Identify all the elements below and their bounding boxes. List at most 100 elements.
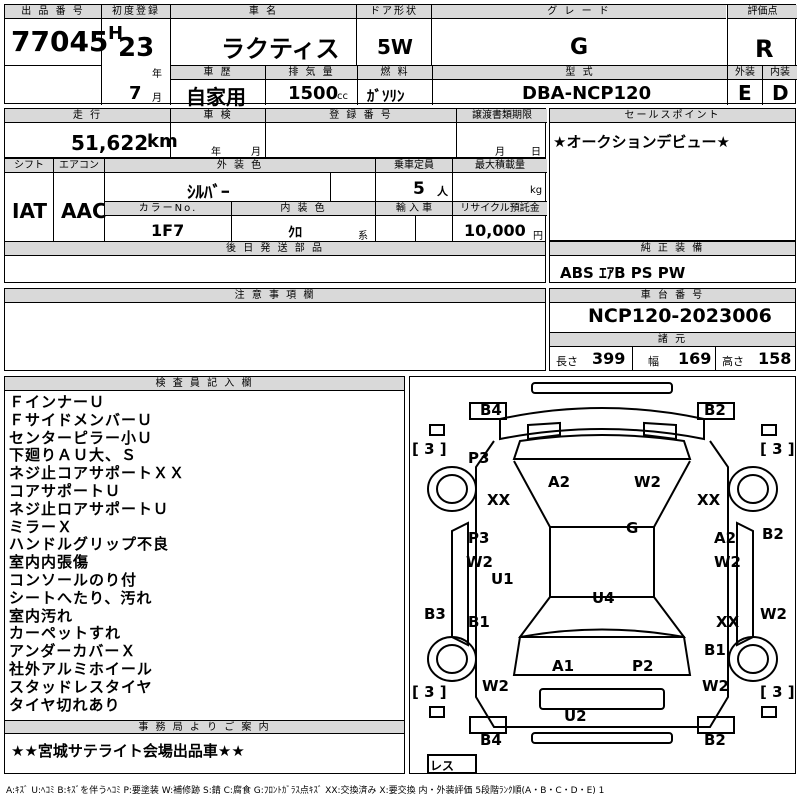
fuel-label: 燃 料 (358, 66, 432, 80)
damage-mark: W2 (760, 605, 787, 623)
caution-label: 注 意 事 項 欄 (5, 289, 545, 303)
note-line: 下廻りＡＵ大、Ｓ (9, 446, 138, 465)
spare-tire-status: レス (430, 759, 455, 773)
tread-front-right: [ 3 ] (760, 440, 795, 458)
damage-mark: B1 (704, 641, 726, 659)
car-outline (427, 382, 778, 773)
equipment-box: 純 正 装 備 ABS ｴｱB PS PW (549, 241, 796, 283)
score-label: 評価点 (728, 5, 797, 19)
shift-label: シフト (5, 159, 53, 173)
damage-mark: G (626, 519, 639, 537)
caution-box: 注 意 事 項 欄 (4, 288, 546, 371)
car-name: ラクティス (221, 35, 340, 63)
damage-mark: A2 (548, 473, 571, 491)
later-parts-label: 後 日 発 送 部 品 (5, 242, 545, 256)
grade-label: グ レ ー ド (432, 5, 726, 19)
header-block: 出 品 番 号 77045 初度登録 H 23 年 7 月 車 名 ラクティス … (4, 4, 797, 109)
tread-rear-right: [ 3 ] (760, 683, 795, 701)
damage-mark: B4 (480, 731, 502, 749)
year-unit: 年 (152, 69, 162, 80)
note-line: カーペットすれ (9, 624, 122, 643)
history-label: 車 歴 (171, 66, 265, 80)
exterior-score: E (738, 81, 752, 105)
month-unit: 月 (152, 93, 162, 104)
length: 399 (592, 349, 626, 368)
note-line: コンソールのり付 (9, 570, 138, 589)
height-label: 高さ (722, 355, 744, 368)
inspector-box: 検 査 員 記 入 欄 ＦインナーＵ ＦサイドメンバーＵ センターピラー小Ｕ 下… (4, 376, 405, 774)
mileage: 51,622 (71, 131, 149, 155)
capacity: 5 (413, 179, 425, 199)
damage-mark: W2 (714, 553, 741, 571)
note-line: シートへたり、汚れ (9, 588, 153, 607)
damage-mark: B1 (468, 613, 490, 631)
damage-mark: W2 (482, 677, 509, 695)
interior-label: 内装 (763, 66, 797, 80)
tread-rear-left: [ 3 ] (412, 683, 447, 701)
note-line: ネジ止コアサポートＸＸ (9, 464, 186, 483)
ac-label: エアコン (54, 159, 104, 173)
damage-mark: P3 (468, 449, 490, 467)
damage-mark: XX (697, 491, 721, 509)
note-line: 室内汚れ (9, 606, 74, 625)
spec-row: シフト IAT エアコン AAC 外 装 色 ｼﾙﾊﾞｰ 乗車定員 5 人 最大… (4, 158, 547, 243)
first-reg-year: 23 (118, 33, 155, 63)
sales-text: ★オークションデビュー★ (553, 133, 730, 151)
door-type: 5W (377, 35, 413, 59)
damage-mark: W2 (634, 473, 661, 491)
damage-mark: B2 (704, 401, 726, 419)
damage-mark: U2 (564, 707, 587, 725)
capacity-unit: 人 (437, 185, 448, 198)
damage-mark: U1 (491, 570, 514, 588)
plate-label: 登 録 番 号 (266, 109, 456, 123)
recycle-label: リサイクル預託金 (453, 202, 547, 216)
damage-mark: W2 (466, 553, 493, 571)
sales-point-box: セールスポイント ★オークションデビュー★ (549, 108, 796, 241)
model: DBA-NCP120 (522, 83, 652, 104)
note-line: ハンドルグリップ不良 (9, 535, 170, 554)
note-line: 社外アルミホイール (9, 659, 153, 678)
exterior-color: ｼﾙﾊﾞｰ (187, 183, 230, 203)
chassis-number: NCP120-2023006 (588, 305, 772, 327)
damage-mark: A2 (714, 529, 737, 547)
capacity-label: 乗車定員 (376, 159, 452, 173)
displacement-unit: cc (337, 91, 348, 102)
damage-mark: B2 (704, 731, 726, 749)
office-text: ★★宮城サテライト会場出品車★★ (11, 742, 245, 760)
equipment-label: 純 正 装 備 (550, 242, 795, 256)
inspection-month-unit: 月 (251, 147, 261, 158)
note-line: タイヤ切れあり (9, 695, 121, 714)
note-line: ミラーＸ (9, 517, 74, 536)
damage-mark: P2 (632, 657, 654, 675)
note-line: スタッドレスタイヤ (9, 677, 153, 696)
mileage-label: 走 行 (5, 109, 170, 123)
equipment: ABS ｴｱB PS PW (560, 264, 686, 282)
note-line: ネジ止ロアサポートＵ (9, 499, 170, 518)
ac: AAC (61, 199, 107, 223)
displacement-label: 排 気 量 (266, 66, 357, 80)
height: 158 (758, 349, 792, 368)
transfer-month-unit: 月 (495, 147, 505, 158)
damage-mark: W2 (702, 677, 729, 695)
lot-label: 出 品 番 号 (5, 5, 101, 19)
tread-front-left: [ 3 ] (412, 440, 447, 458)
width: 169 (678, 349, 712, 368)
recycle-unit: 円 (533, 231, 543, 242)
load-unit: kg (530, 185, 543, 196)
chassis-label: 車 台 番 号 (550, 289, 795, 303)
office-label: 事 務 局 よ り ご 案 内 (5, 720, 404, 734)
door-label: ドア形状 (357, 5, 431, 19)
history: 自家用 (186, 85, 246, 109)
mileage-row: 走 行 51,622 km 車 検 年 月 登 録 番 号 譲渡書類期限 月 日 (4, 108, 547, 159)
note-line: アンダーカバーＸ (9, 642, 137, 661)
fuel: ｶﾞｿﾘﾝ (367, 87, 405, 105)
transfer-label: 譲渡書類期限 (457, 109, 547, 123)
specs-label: 諸 元 (550, 332, 795, 347)
damage-mark: A1 (552, 657, 575, 675)
interior-color: ｸﾛ (288, 225, 302, 241)
displacement: 1500 (288, 83, 339, 104)
exterior-label: 外装 (728, 66, 762, 80)
note-line: 室内内張傷 (9, 553, 90, 572)
chassis-box: 車 台 番 号 NCP120-2023006 諸 元 長さ 399 幅 169 … (549, 288, 796, 371)
interior-color-unit: 系 (358, 231, 368, 242)
